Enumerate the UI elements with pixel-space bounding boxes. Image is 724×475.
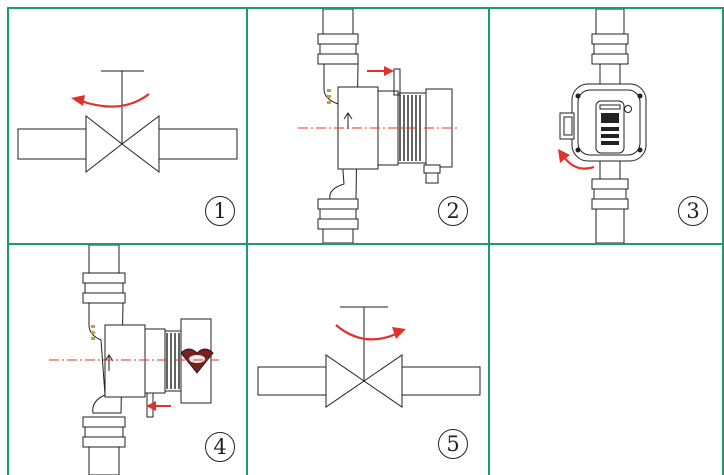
grid-divider-vertical-2 — [488, 7, 490, 475]
step-badge: 3 — [678, 196, 708, 226]
panel-step-3: 3 — [490, 9, 724, 243]
panel-step-4: 4 — [9, 245, 246, 475]
valve-open-icon — [257, 306, 481, 408]
valve-close-icon — [17, 70, 238, 174]
grid-frame — [7, 7, 724, 475]
step-badge: 1 — [205, 196, 235, 226]
panel-step-5: 5 — [248, 245, 488, 475]
step-badge: 5 — [438, 429, 468, 459]
pump-side-view-icon — [298, 9, 460, 243]
panel-empty — [490, 245, 724, 475]
panel-step-2: 2 — [248, 9, 488, 243]
pump-front-view-icon — [558, 9, 647, 243]
panel-step-1: 1 — [9, 9, 246, 243]
step-badge: 4 — [205, 432, 235, 462]
step-badge: 2 — [438, 196, 468, 226]
grid-divider-horizontal — [7, 243, 724, 245]
grid-divider-vertical-1 — [246, 7, 248, 475]
pump-side-view-rotated-icon — [49, 245, 219, 475]
